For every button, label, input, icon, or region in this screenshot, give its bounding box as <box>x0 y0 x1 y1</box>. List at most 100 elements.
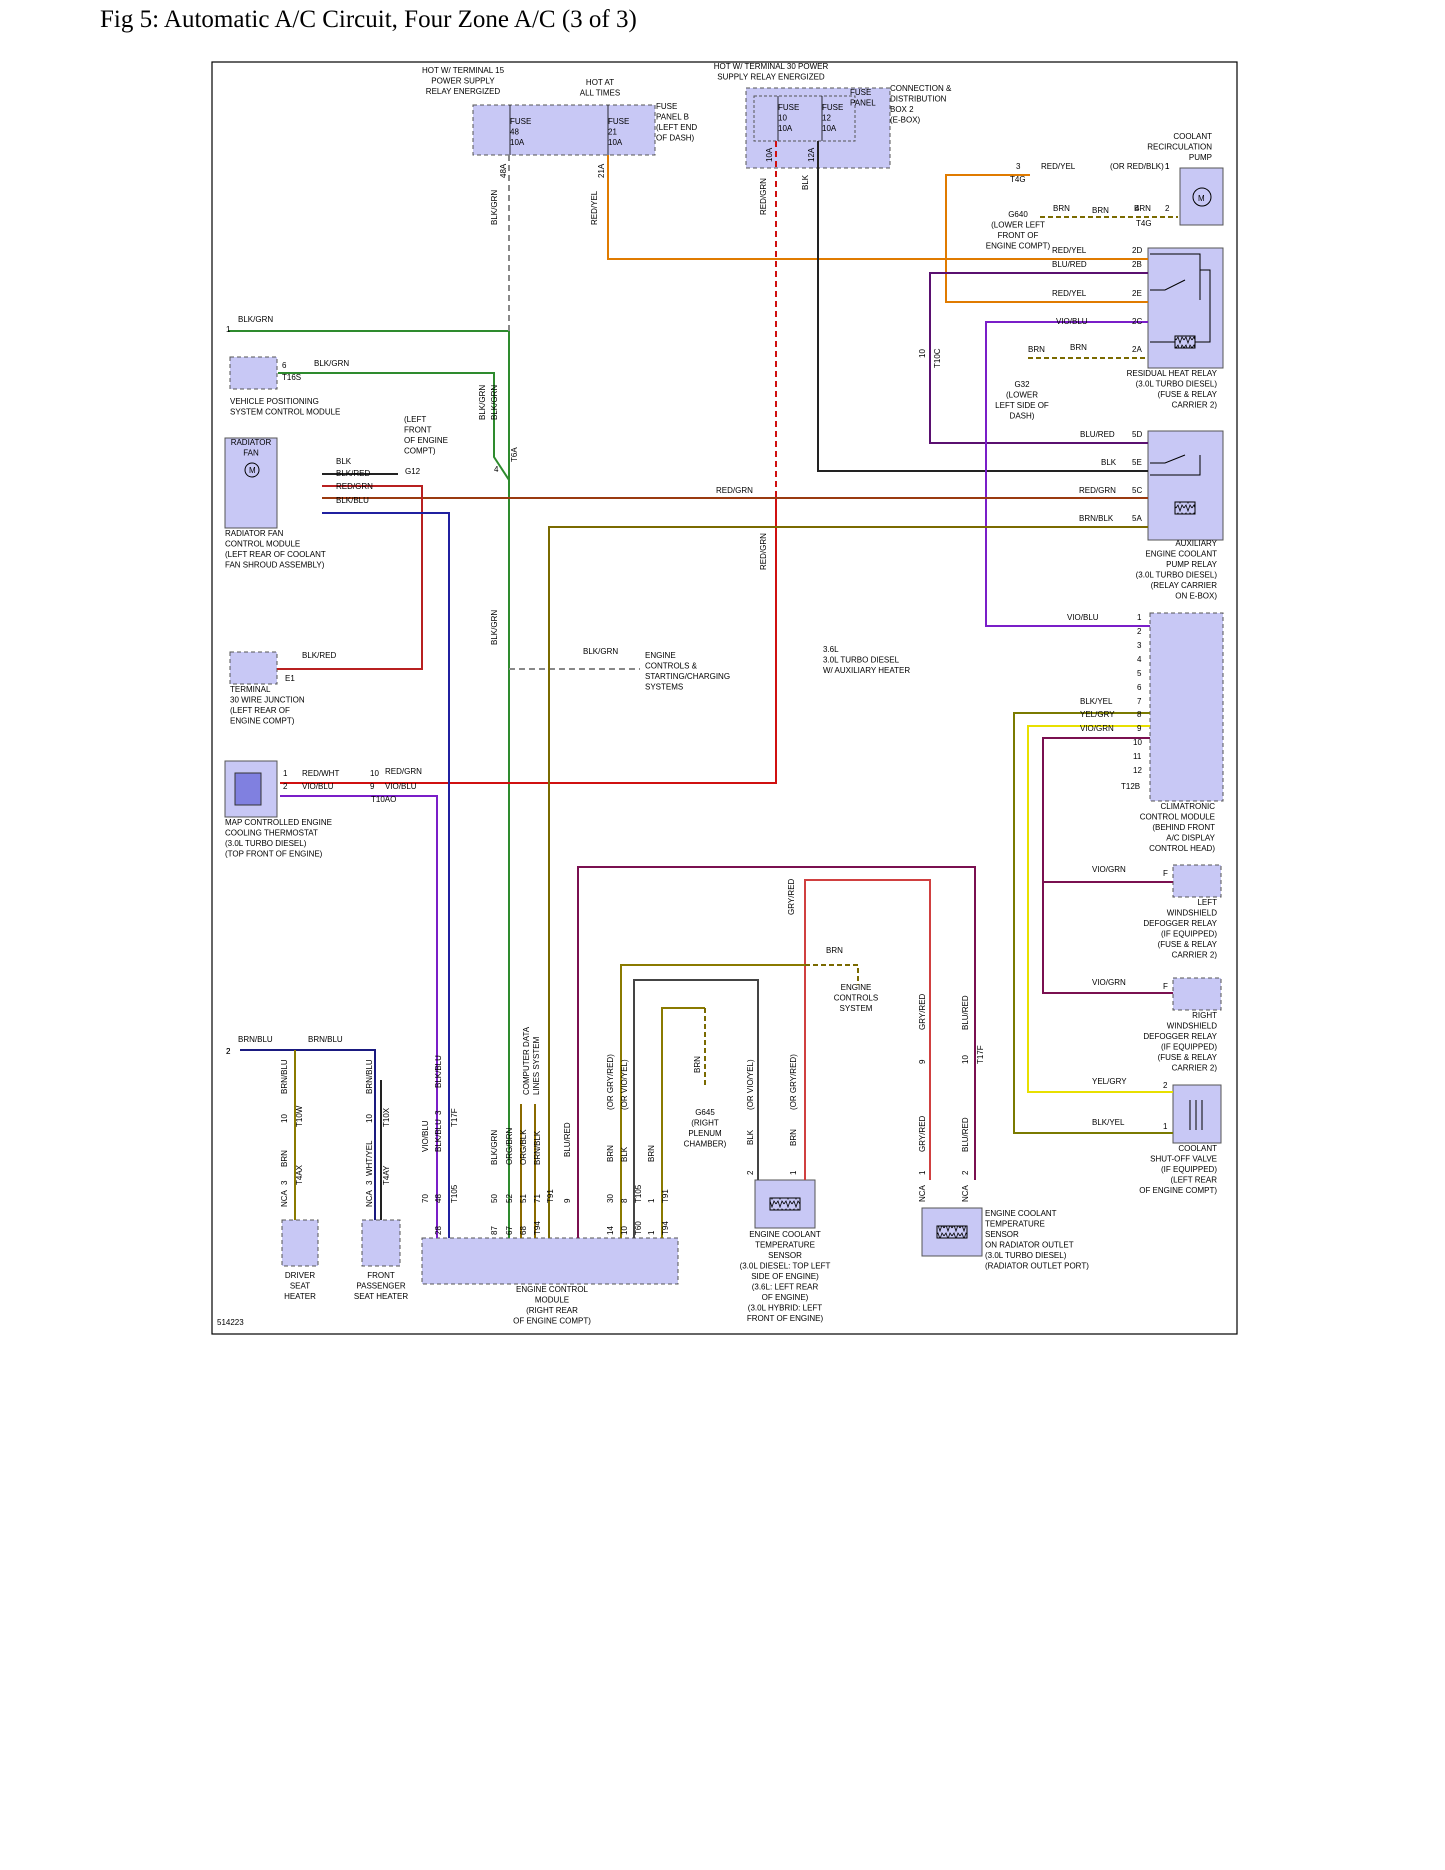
pin-label: 1 <box>1163 1122 1168 1131</box>
pin-label: 1 <box>1165 162 1170 171</box>
pin-label: 28 <box>434 1226 443 1235</box>
wire-label: BRN <box>647 1145 656 1162</box>
wire-label: (OR VIO/YEL) <box>620 1059 629 1110</box>
pump-motor-symbol: M <box>1198 194 1205 203</box>
wire-label: VIO/GRN <box>1092 865 1126 874</box>
left-defogger-relay-box <box>1172 864 1222 898</box>
wire-label: RED/GRN <box>336 482 373 491</box>
pin-label: 71 <box>533 1194 542 1203</box>
pin-label: 4 <box>494 465 499 474</box>
wire-label: BRN/BLU <box>365 1059 374 1094</box>
wire-label: BLK/GRN <box>490 190 499 225</box>
pin-label: 2 <box>1163 1081 1168 1090</box>
pin-label: 4 <box>1135 204 1140 213</box>
pin-label: 2A <box>1132 345 1142 354</box>
pin-label: 10A <box>765 147 774 162</box>
wire-label: RED/YEL <box>1052 246 1087 255</box>
wire-label: (OR RED/BLK) <box>1110 162 1164 171</box>
svg-text:M: M <box>249 466 256 475</box>
map-thermostat-box <box>224 760 278 818</box>
wire-label: YEL/GRY <box>1080 710 1115 719</box>
wire-label: BRN <box>606 1145 615 1162</box>
wire-label: BLK/GRN <box>478 385 487 420</box>
pin-label: E1 <box>285 674 295 683</box>
pin-label: 6 <box>282 361 287 370</box>
pin-label: 10 <box>961 1055 970 1064</box>
wire-label: NCA <box>365 1189 374 1207</box>
wire-label: BLK/RED <box>336 469 370 478</box>
pin-label: 2E <box>1132 289 1142 298</box>
pin-label: 2 <box>283 782 288 791</box>
auxiliary-coolant-pump-relay-box <box>1147 430 1224 541</box>
pin-label: T4G <box>1010 175 1026 184</box>
wire-label: ORG/BRN <box>505 1127 514 1165</box>
pin-label: 2 <box>1165 204 1170 213</box>
wire-label: BRN <box>280 1150 289 1167</box>
terminal-30-junction-box <box>229 651 278 685</box>
pin-label: T4AX <box>295 1164 304 1185</box>
wire-label: BRN <box>1070 343 1087 352</box>
radiator-fan-control-module-box: M <box>224 437 278 529</box>
pin-label: T17F <box>976 1045 985 1064</box>
pin-label: 5C <box>1132 486 1142 495</box>
pin-label: 2 <box>746 1170 755 1175</box>
wire-label: BRN <box>789 1129 798 1146</box>
wire-label: GRY/RED <box>918 993 927 1030</box>
pin-label: 48A <box>499 163 508 178</box>
pin-label: 70 <box>421 1194 430 1203</box>
wire-label: NCA <box>280 1189 289 1207</box>
pin-label: F <box>1163 869 1168 878</box>
pin-label: 14 <box>606 1226 615 1235</box>
wire-label: BLK <box>801 174 810 190</box>
pin-label: 9 <box>1137 724 1142 733</box>
pin-label: T17F <box>450 1108 459 1127</box>
pin-label: 3 <box>280 1180 289 1185</box>
residual-heat-relay <box>1147 247 1224 369</box>
wire-label: BLU/RED <box>1052 260 1087 269</box>
pin-label: T60 <box>634 1221 643 1235</box>
wire-label: BRN <box>693 1056 702 1073</box>
pin-label: 1 <box>1165 162 1170 171</box>
pin-label: 6 <box>1137 683 1142 692</box>
pin-label: 3 <box>1016 162 1021 171</box>
wire-label: RED/GRN <box>759 178 768 215</box>
pin-label: 30 <box>606 1194 615 1203</box>
pin-label: T94 <box>661 1221 670 1235</box>
pin-label: 5 <box>1137 669 1142 678</box>
pin-label: T105 <box>450 1184 459 1203</box>
wire-label: BRN/BLK <box>533 1130 542 1165</box>
wire-label: BLU/RED <box>961 1117 970 1152</box>
page-title: Fig 5: Automatic A/C Circuit, Four Zone … <box>100 6 637 33</box>
wire-label: BRN/BLU <box>280 1059 289 1094</box>
wire-label: BLK/GRN <box>490 385 499 420</box>
label-cdl: COMPUTER DATALINES SYSTEM <box>522 1026 541 1095</box>
pin-label: 9 <box>563 1198 572 1203</box>
wire-label: BRN/BLK <box>1079 514 1114 523</box>
pin-label: 1 <box>789 1170 798 1175</box>
engine-control-module-box <box>421 1237 679 1285</box>
wire-label: BLK/BLU <box>434 1119 443 1152</box>
pin-label: 1 <box>647 1230 656 1235</box>
pin-label: T91 <box>546 1189 555 1203</box>
wire-label: BLK/BLU <box>434 1055 443 1088</box>
pin-label: 1 <box>647 1198 656 1203</box>
pin-label: T12B <box>1121 782 1140 791</box>
pin-label: 10 <box>370 769 379 778</box>
wires <box>228 141 1178 1238</box>
